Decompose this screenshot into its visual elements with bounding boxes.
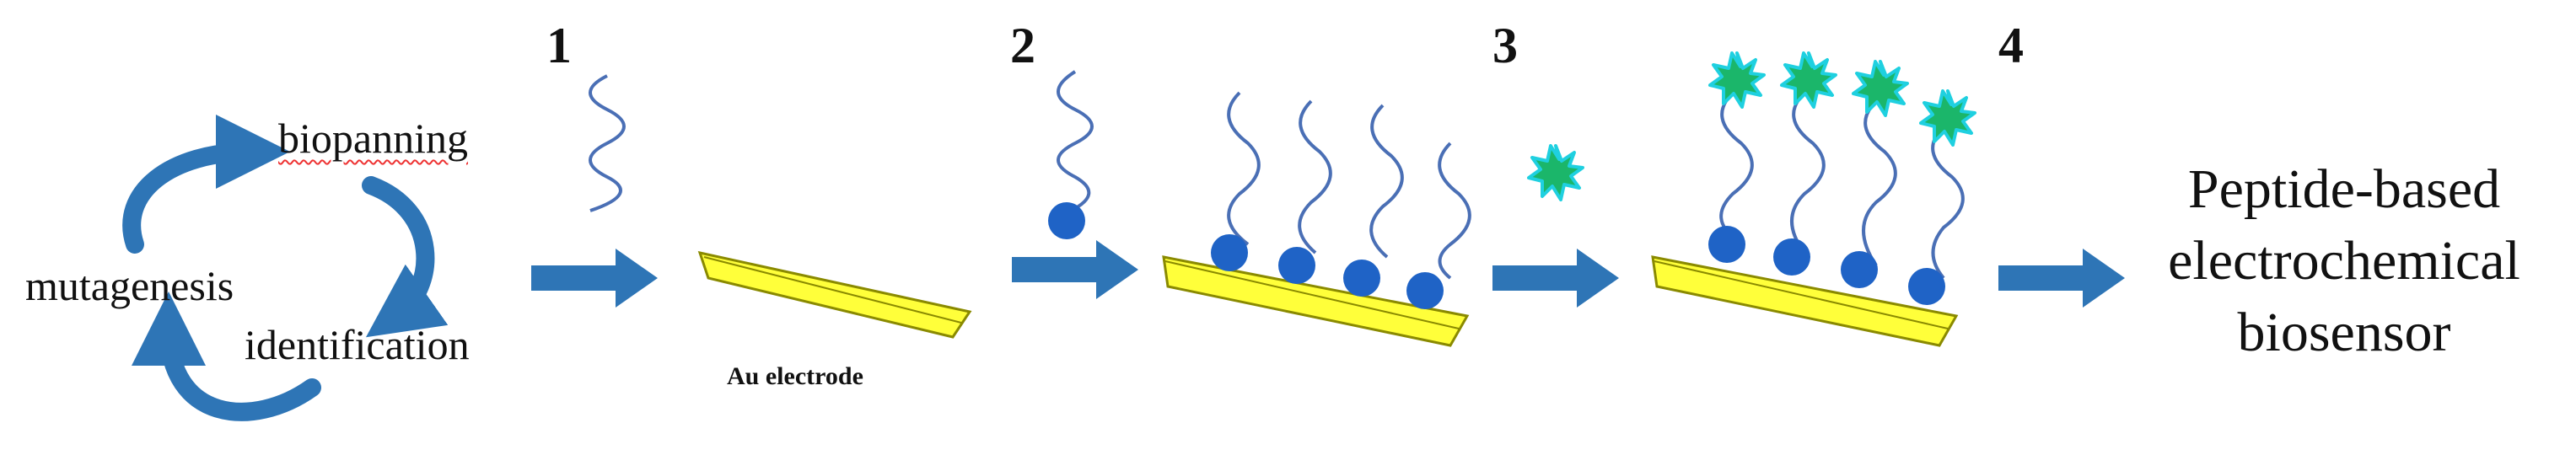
result-line-1: Peptide-based xyxy=(2187,158,2501,220)
step-2-label: 2 xyxy=(1010,18,1035,73)
electrode-with-peptides xyxy=(1162,91,1471,347)
arrow-to-mutagenesis xyxy=(132,292,321,421)
process-arrow-2 xyxy=(1012,240,1138,299)
result-line-3: biosensor xyxy=(2237,302,2451,363)
process-arrows xyxy=(531,240,2125,308)
identification-label: identification xyxy=(245,321,470,368)
process-arrow-4 xyxy=(1998,249,2125,308)
arrow-to-biopanning xyxy=(122,115,290,254)
au-electrode-bare xyxy=(697,250,972,339)
electrode-with-targets xyxy=(1651,51,1976,347)
biopanning-label: biopanning xyxy=(278,115,468,162)
step-4-label: 4 xyxy=(1998,18,2024,73)
free-target-icon xyxy=(1527,144,1584,201)
arrow-to-identification xyxy=(362,176,449,338)
step-1-label: 1 xyxy=(546,18,572,73)
result-line-2: electrochemical xyxy=(2168,230,2520,292)
cycle-arrows-icon xyxy=(122,115,449,421)
bead-peptide xyxy=(1048,70,1094,239)
au-electrode-label: Au electrode xyxy=(727,362,863,390)
process-arrow-1 xyxy=(531,249,658,308)
process-arrow-3 xyxy=(1492,249,1619,308)
mutagenesis-label: mutagenesis xyxy=(25,262,234,309)
step-3-label: 3 xyxy=(1492,18,1518,73)
free-peptide xyxy=(589,74,626,212)
